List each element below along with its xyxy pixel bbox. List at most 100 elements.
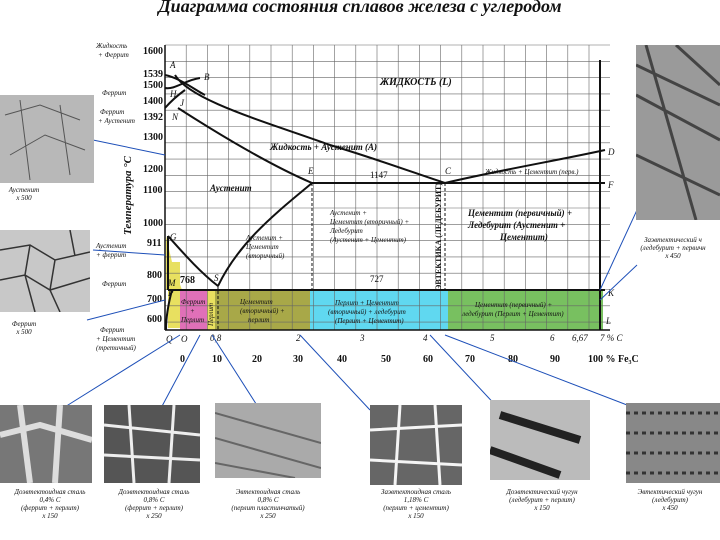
delta-loop-3 [164,89,186,109]
point-S: S [214,273,219,283]
point-F: F [607,180,614,190]
region-ferrite-pearlite-fill [180,290,207,330]
micrograph-bottom-3 [215,403,321,478]
point-M: M [167,278,176,288]
micrograph-ferrite [0,230,90,312]
point-P: P [167,288,174,298]
point-Q: Q [166,334,173,344]
point-J: J [180,98,185,108]
region-ledeburite-fill [430,290,448,330]
micrograph-bottom-1 [0,405,92,483]
diagram-grid [164,44,610,330]
region-liquid-austenite: Жидкость + Аустенит (А) [269,142,377,152]
delta-loop-1 [164,74,206,96]
dashed-lines [217,183,446,330]
region-cem-primary-ledeb-1: Ледебурит (Аустенит + [467,220,565,230]
region-ferrite-pearlite-2: Перлит [180,316,204,324]
c-tick-label: 4 [423,333,428,343]
left-label-austenite-ferrite-0: Аустенит [95,242,126,250]
region-cem-primary-ledeb-0: Цементит (первичный) + [467,208,572,218]
region-cem-ledeb-pearlite-1: ледебурит (Перлит + Цементит) [461,310,564,318]
micrograph-bottom-6-caption: Эвтектический чугун(ледебурит)х 450 [637,488,703,512]
solidus-J-E [177,107,313,184]
x-tick-label: 70 [465,354,475,365]
line-G-S [167,235,219,287]
page-title: Диаграмма состояния сплавов железа с угл… [158,0,562,16]
left-label-liquid-delta-1: + Феррит [98,51,129,59]
region-aust-cem-ledeb-0: Аустенит + [329,209,367,217]
y-tick-label: 1600 [143,46,163,57]
region-liquid-cementite: Жидкость + Цементит (перв.) [484,168,579,176]
y-tick-label: 768 [180,275,195,286]
micrograph-hypereutectic [636,45,720,220]
region-austenite: Аустенит [209,183,252,193]
liquidus-A-C [174,74,446,184]
point-D: D [607,147,615,157]
x-tick-label: 60 [423,354,433,365]
region-pearlite-cem-ledeb-0: Перлит + Цементит [334,299,399,307]
region-pearlite-fill [207,290,215,330]
region-pearlite-cem-ledeb-1: (вторичный) + ледебурит [328,308,406,316]
x-tick-label: 90 [550,354,560,365]
micrograph-bottom-5-caption: Доэвтектический чугун(ледебурит + перлит… [506,488,578,512]
region-ferrite-upper-fill [166,236,182,290]
y-tick-label: 1000 [143,218,163,229]
region-pearlite: Перлит [207,303,215,327]
line-E-S [217,182,313,287]
liquidus-C-D [444,149,606,184]
c-tick-label: 6 [550,333,555,343]
region-pearlite-cem-ledeb-fill [310,290,430,330]
solvus-P-Q [165,289,173,331]
region-ferrite-pearlite-0: Феррит [181,298,205,306]
region-aust-cem-secondary-1: Цементит [245,243,279,251]
point-A: A [169,60,176,70]
left-label-ferrite-aust-0: Феррит [100,108,124,116]
x-tick-label: 30 [293,354,303,365]
left-label-ferrite-cem3-2: (третичный) [96,344,137,352]
c-tick-label: 0,8 [210,333,222,343]
y-axis-title: Температура °С [122,155,134,235]
y-tick-label: 1400 [143,96,163,107]
left-label-liquid-delta-0: Жидкость [95,42,127,50]
region-pearlite-cem-secondary-2: перлит [248,316,269,324]
c-tick-label: 7 % C [600,333,623,343]
region-aust-cem-ledeb-3: (Аустенит + Цементит) [330,236,407,244]
y-tick-label: 911 [147,238,161,249]
region-pearlite-cementite-fill [215,290,310,330]
y-tick-label: 1300 [143,132,163,143]
c-tick-label: 5 [490,333,495,343]
c-tick-labels: 0,8 2 3 4 5 6 6,67 7 % C [210,333,623,343]
point-H: H [169,89,177,99]
delta-loop-2 [164,77,201,90]
y-tick-label: 1392 [143,112,163,123]
x-tick-label: 100 % Fe₃C [588,354,639,365]
region-pearlite-cem-secondary-0: Цементит [239,298,273,306]
point-O: O [181,334,188,344]
x-tick-label: 40 [337,354,347,365]
point-G: G [170,232,177,242]
region-pearlite-cem-secondary-1: (вторичный) + [240,307,285,315]
x-tick-label: 50 [381,354,391,365]
x-tick-label: 20 [252,354,262,365]
c-tick-label: 6,67 [572,333,588,343]
x-tick-label: 0 [180,354,185,365]
left-label-ferrite-cem3-0: Феррит [100,326,124,334]
x-tick-labels: 0 10 20 30 40 50 60 70 80 90 100 % Fe₃C [180,354,639,365]
region-aust-cem-ledeb-1: Цементит (вторичный) + [329,218,409,226]
x-tick-label: 10 [212,354,222,365]
region-eutectic-ledeburite: ЭВТЕКТИКА (ЛЕДЕБУРИТ) [434,183,443,290]
point-E: E [307,166,314,176]
region-cem-ledeb-pearlite-0: Цементит (первичный) + [474,301,553,309]
temp-1147: 1147 [370,170,388,180]
left-label-ferrite-2: Феррит [102,280,126,288]
y-tick-labels: 1600 1539 1500 1400 1392 1300 1200 1100 … [143,46,195,325]
micrograph-bottom-5 [490,400,590,480]
region-aust-cem-ledeb-2: Ледебурит [329,227,363,235]
point-C: C [445,166,452,176]
